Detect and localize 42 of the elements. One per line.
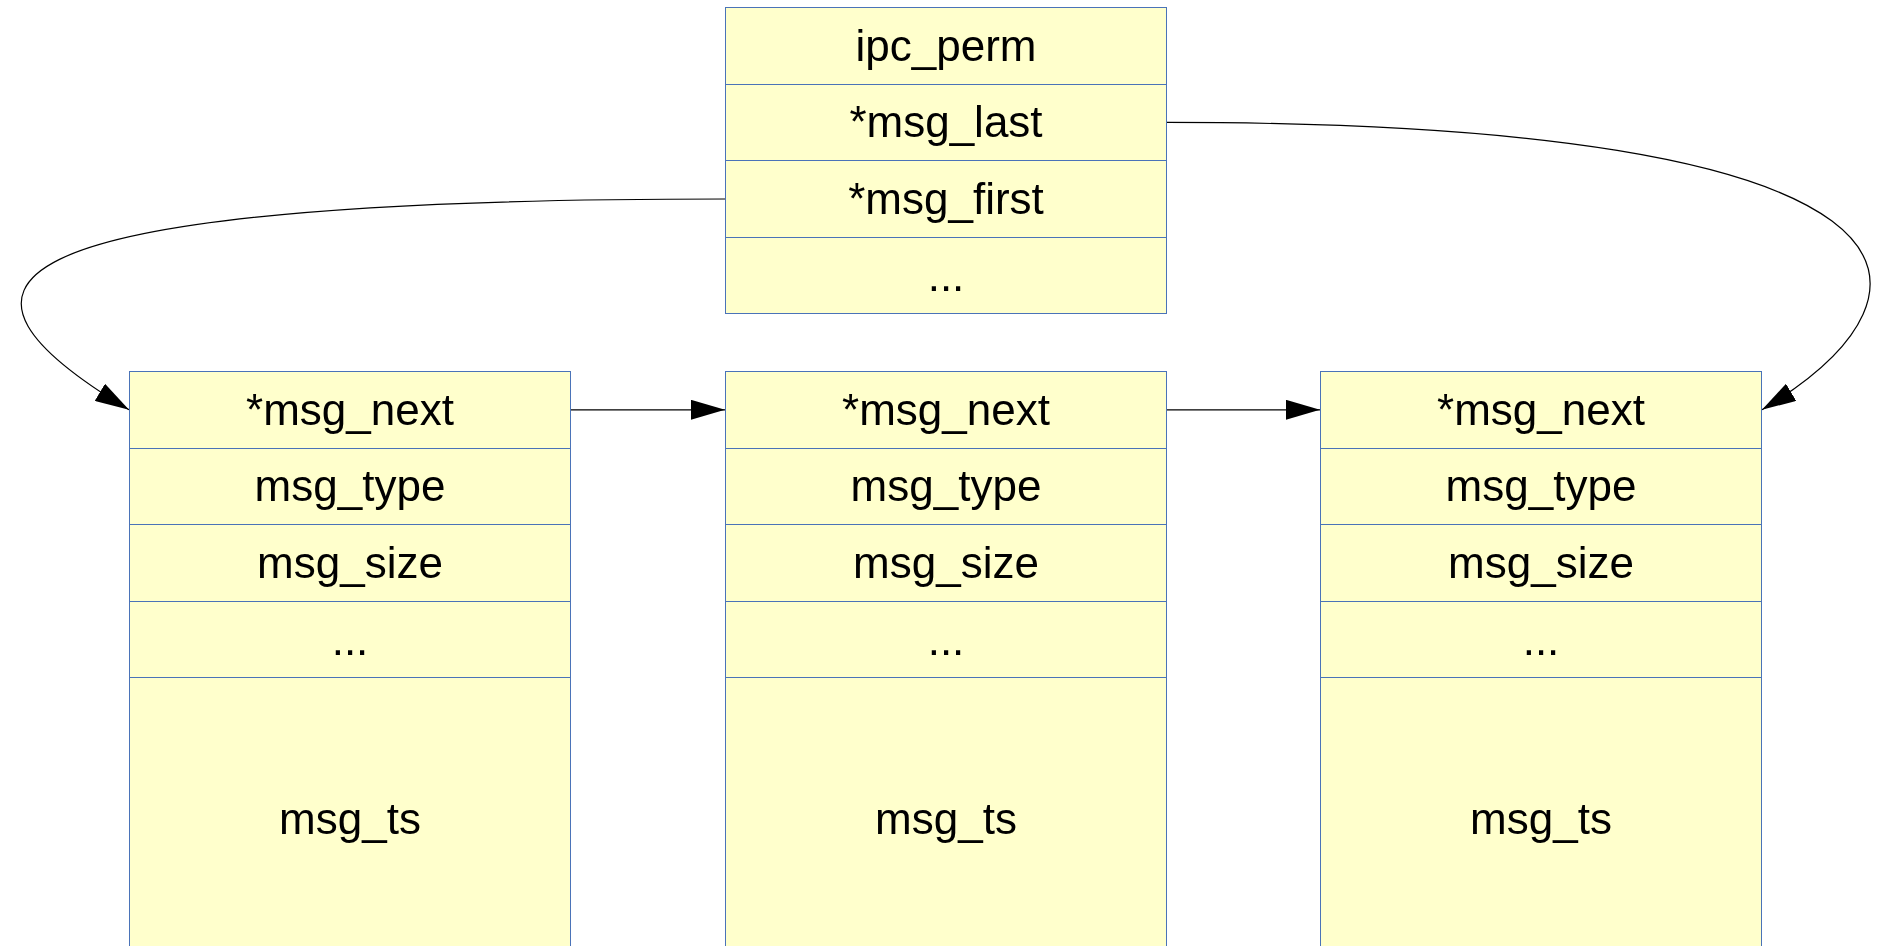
field-name: ipc_perm [855, 20, 1037, 71]
field-cell [725, 236, 1167, 315]
field-cell [725, 677, 1167, 946]
field-cell [725, 160, 1167, 238]
field-name: msg_type [850, 461, 1042, 512]
arrow [1166, 399, 1321, 420]
field-name: *msg_first [848, 174, 1044, 224]
field-name: *msg_next [842, 384, 1050, 435]
field-cell [1320, 371, 1762, 449]
field-cell [129, 677, 571, 946]
field-name: msg_size [1448, 538, 1634, 588]
field-name: msg_ts [279, 793, 421, 844]
field-name: ... [1522, 614, 1560, 665]
field-name: ... [927, 250, 965, 301]
field-cell [1320, 447, 1762, 526]
field-name: msg_type [254, 461, 446, 512]
field-name: msg_ts [1470, 793, 1612, 844]
arrow [570, 399, 726, 420]
field-name: ... [927, 614, 965, 665]
field-cell [725, 83, 1167, 162]
field-cell [725, 371, 1167, 449]
arrow [1166, 121, 1871, 411]
field-cell [129, 371, 571, 449]
arrow [20, 198, 726, 411]
field-name: *msg_last [849, 97, 1043, 148]
field-name: *msg_next [246, 384, 454, 435]
field-cell [129, 524, 571, 602]
field-name: msg_type [1445, 461, 1637, 512]
field-cell [129, 447, 571, 526]
field-cell [725, 447, 1167, 526]
field-name: msg_size [257, 538, 443, 588]
field-name: *msg_next [1437, 384, 1645, 435]
field-name: ... [331, 614, 369, 665]
field-cell [725, 600, 1167, 679]
field-cell [1320, 677, 1762, 946]
field-cell [1320, 600, 1762, 679]
field-cell [725, 524, 1167, 602]
field-cell [725, 7, 1167, 85]
field-name: msg_ts [875, 793, 1017, 844]
field-name: msg_size [853, 538, 1039, 588]
field-cell [129, 600, 571, 679]
field-cell [1320, 524, 1762, 602]
